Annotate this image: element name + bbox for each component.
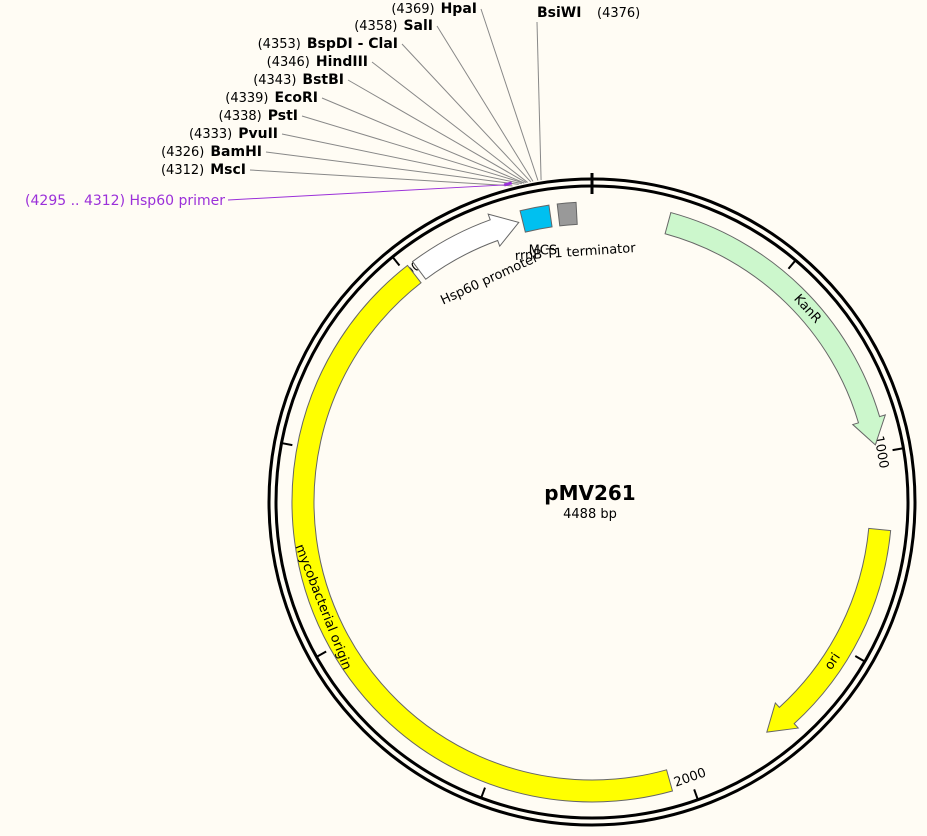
primer-arc xyxy=(503,181,513,187)
site-leader-8 xyxy=(436,25,534,182)
site-leader-bsiwi xyxy=(536,21,542,181)
site-name-5: BstBI xyxy=(302,72,344,88)
site-leader-1 xyxy=(265,151,519,185)
site-name-1: BamHI xyxy=(210,144,262,160)
site-name-8: SalI xyxy=(403,18,433,34)
tick-mark-2500 xyxy=(480,787,486,799)
tick-mark-3000 xyxy=(316,650,327,658)
site-pos-bsiwi: (4376) xyxy=(597,6,640,21)
tick-mark-2000 xyxy=(693,789,699,801)
site-name-2: PvuII xyxy=(238,126,278,142)
site-name-9: HpaI xyxy=(441,1,477,17)
site-leader-3 xyxy=(301,115,525,184)
site-name-3: PstI xyxy=(268,108,298,124)
site-pos-9: (4369) xyxy=(391,2,434,17)
tick-mark-500 xyxy=(787,259,797,270)
tick-mark-1000 xyxy=(892,447,904,452)
primer-leader xyxy=(227,184,505,201)
site-leader-7 xyxy=(401,43,532,183)
site-name-6: HindIII xyxy=(316,54,368,70)
site-name-7: BspDI - ClaI xyxy=(307,36,398,52)
site-leader-5 xyxy=(347,79,527,184)
feature-rrnb xyxy=(556,201,578,227)
site-pos-6: (4346) xyxy=(267,55,310,70)
site-leader-9 xyxy=(480,8,539,181)
plasmid-name: pMV261 xyxy=(544,481,635,505)
site-leader-4 xyxy=(321,97,525,184)
tick-mark-4000 xyxy=(391,256,401,267)
site-pos-2: (4333) xyxy=(189,127,232,142)
tick-mark-3500 xyxy=(281,442,293,447)
feature-label-mcs: MCS xyxy=(529,243,558,258)
site-name-4: EcoRI xyxy=(275,90,318,106)
site-name-bsiwi: BsiWI xyxy=(537,5,581,21)
site-leader-6 xyxy=(371,61,528,183)
tick-mark-1500 xyxy=(854,655,866,663)
feature-hsp60 xyxy=(411,213,520,280)
site-pos-1: (4326) xyxy=(161,145,204,160)
site-pos-4: (4339) xyxy=(225,91,268,106)
position-ticks: 5001000150020002500300035004000 xyxy=(281,256,904,801)
site-leader-0 xyxy=(249,169,513,187)
feature-ori xyxy=(766,527,892,733)
feature-mcs xyxy=(519,204,553,233)
tick-label-2000: 2000 xyxy=(672,765,708,790)
site-pos-0: (4312) xyxy=(161,163,204,178)
primer-label: (4295 .. 4312) Hsp60 primer xyxy=(25,193,225,209)
site-pos-5: (4343) xyxy=(253,73,296,88)
site-pos-8: (4358) xyxy=(354,19,397,34)
plasmid-backbone xyxy=(267,173,917,827)
site-pos-3: (4338) xyxy=(219,109,262,124)
site-leader-2 xyxy=(281,133,522,185)
plasmid-size: 4488 bp xyxy=(563,507,617,522)
site-name-0: MscI xyxy=(210,162,246,178)
feature-myco xyxy=(291,264,674,803)
restriction-sites: MscI(4312)BamHI(4326)PvuII(4333)PstI(433… xyxy=(25,1,640,209)
feature-kanr xyxy=(664,211,887,446)
site-pos-7: (4353) xyxy=(258,37,301,52)
